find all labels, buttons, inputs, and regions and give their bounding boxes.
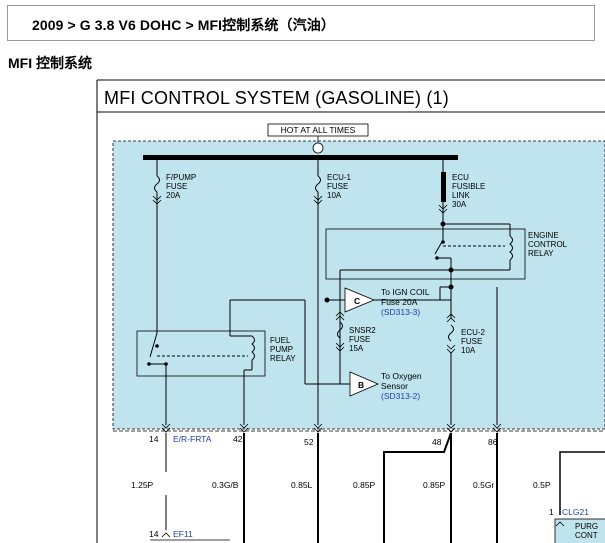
engine-relay-coil <box>509 235 513 261</box>
engine-relay-label-3: RELAY <box>528 249 554 258</box>
ecu1-fuse-label-1: ECU-1 <box>327 173 352 182</box>
connector-c <box>344 287 376 313</box>
purge-control-component <box>554 518 605 543</box>
diagram-title: MFI CONTROL SYSTEM (GASOLINE) (1) <box>104 88 449 108</box>
connector-c-letter: C <box>354 296 360 306</box>
ecu-link-label-4: 30A <box>452 200 467 209</box>
wire-2: 0.3G/B <box>212 480 239 490</box>
clg-text-2: CONT <box>575 531 598 540</box>
engine-relay-label-1: ENGINE <box>528 231 559 240</box>
ecu1-fuse <box>315 175 321 193</box>
snsr2-fuse-label-2: FUSE <box>349 335 370 344</box>
ecu-link-label-3: LINK <box>452 191 470 200</box>
wire-4: 0.85P <box>353 480 376 490</box>
ecu2-fuse-label-3: 10A <box>461 346 476 355</box>
snsr2-fuse-label-1: SNSR2 <box>349 326 376 335</box>
breadcrumb-text: 2009 > G 3.8 V6 DOHC > MFI控制系统（汽油） <box>32 17 335 33</box>
wire-1: 1.25P <box>131 480 154 490</box>
fpump-fuse-label-3: 20A <box>166 191 181 200</box>
ecu2-fuse-label-2: FUSE <box>461 337 482 346</box>
breadcrumb: 2009 > G 3.8 V6 DOHC > MFI控制系统（汽油） <box>7 5 595 41</box>
fuel-relay-label-1: FUEL <box>270 336 291 345</box>
ecu1-fuse-label-3: 10A <box>327 191 342 200</box>
connector-c-line-1: To IGN COIL <box>381 287 430 297</box>
pin-chevrons <box>161 423 502 433</box>
fuel-pump-relay <box>136 330 266 377</box>
snsr2-fuse <box>337 321 343 339</box>
ef-pin: 14 <box>149 529 159 539</box>
connector-id[interactable]: E/R-FRTA <box>173 434 212 444</box>
connector-b <box>349 371 380 397</box>
pin-52: 52 <box>304 437 314 447</box>
ef-id[interactable]: EF11 <box>173 529 193 539</box>
fpump-fuse-label-1: F/PUMP <box>166 173 196 182</box>
wire-3: 0.85L <box>291 480 313 490</box>
snsr2-fuse-label-3: 15A <box>349 344 364 353</box>
ecu-link-label-1: ECU <box>452 173 469 182</box>
pin-14: 14 <box>149 434 159 444</box>
connector-b-ref[interactable]: (SD313-2) <box>381 391 420 401</box>
clg-id[interactable]: CLG21 <box>562 507 589 517</box>
wire-6: 0.5Gr <box>473 480 494 490</box>
fuel-relay-label-2: PUMP <box>270 345 293 354</box>
connector-b-letter: B <box>358 380 364 390</box>
ecu2-fuse <box>448 324 454 342</box>
engine-relay-label-2: CONTROL <box>528 240 568 249</box>
connector-c-line-2: Fuse 20A <box>381 297 418 307</box>
fpump-fuse-label-2: FUSE <box>166 182 187 191</box>
ecu-fusible-link <box>441 172 446 202</box>
fuel-relay-switch <box>149 332 158 358</box>
wire-5: 0.85P <box>423 480 446 490</box>
ecu-link-label-2: FUSIBLE <box>452 182 485 191</box>
clg-text-1: PURG <box>575 522 598 531</box>
connector-b-line-1: To Oxygen <box>381 371 422 381</box>
ecu1-fuse-label-2: FUSE <box>327 182 348 191</box>
pin-48: 48 <box>432 437 442 447</box>
section-title: MFI 控制系统 <box>8 55 92 71</box>
hot-label: HOT AT ALL TIMES <box>281 125 356 135</box>
bus-bar <box>143 155 458 160</box>
fuel-relay-coil <box>251 335 255 361</box>
wire-7: 0.5P <box>533 480 551 490</box>
connector-c-ref[interactable]: (SD313-3) <box>381 307 420 317</box>
pin-86: 86 <box>488 437 498 447</box>
engine-control-relay <box>325 228 526 280</box>
fpump-fuse <box>154 175 160 193</box>
connector-b-line-2: Sensor <box>381 381 408 391</box>
pin-42: 42 <box>233 434 243 444</box>
fuel-relay-label-3: RELAY <box>270 354 296 363</box>
battery-terminal <box>312 142 324 154</box>
clg-pin: 1 <box>549 507 554 517</box>
ecu2-fuse-label-1: ECU-2 <box>461 328 486 337</box>
